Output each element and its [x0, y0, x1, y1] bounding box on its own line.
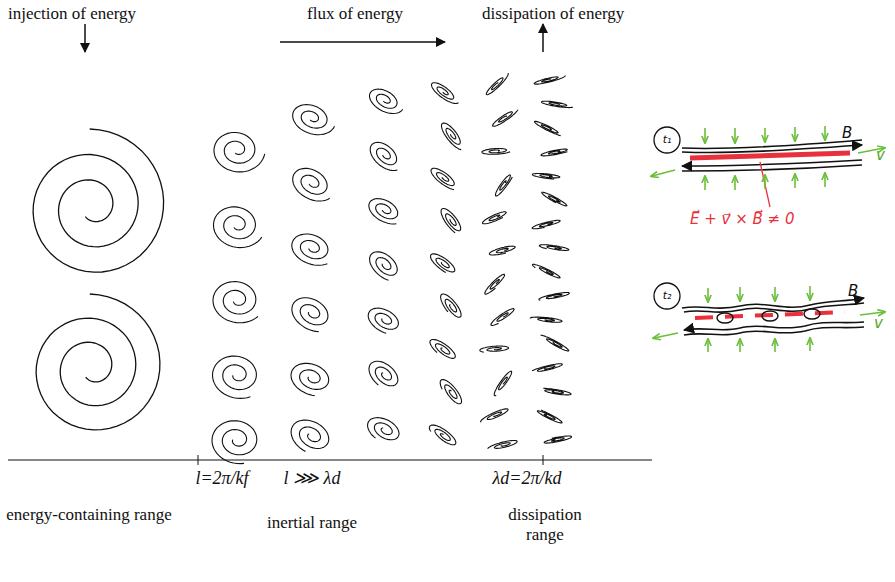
eddy-spiral	[493, 110, 518, 127]
eddy-spiral	[483, 212, 507, 224]
eddy-spiral	[541, 149, 567, 156]
eddy-spiral	[542, 101, 573, 107]
eddy-spiral	[214, 207, 262, 248]
eddy-spiral	[488, 441, 517, 449]
eddy-spiral	[532, 174, 559, 180]
range-label: inertial range	[267, 513, 357, 533]
eddy-spiral	[535, 121, 561, 136]
eddy-spiral	[491, 309, 514, 326]
eddy-spiral	[293, 105, 335, 135]
field-symbol: B	[848, 282, 858, 300]
eddy-spiral	[489, 246, 515, 255]
eddy-spiral	[441, 294, 462, 317]
eddy-spiral	[370, 142, 397, 170]
flux-arrow	[280, 41, 445, 43]
eddy-spiral	[432, 83, 459, 104]
eddy-spiral	[370, 89, 403, 113]
ohm-law-note: E⃗ + v⃗ × B⃗ ≠ 0	[690, 210, 795, 228]
eddy-spiral	[482, 149, 510, 155]
range-label: dissipation range	[495, 505, 595, 546]
eddy-spiral	[544, 436, 571, 443]
eddy-spiral	[494, 371, 511, 396]
eddy-spiral	[369, 199, 398, 224]
eddy-spiral	[429, 425, 455, 445]
eddy-spiral	[431, 168, 454, 189]
annotation: flux of energy	[307, 4, 403, 24]
eddy-spiral	[496, 175, 513, 196]
eddy-spiral	[542, 192, 567, 206]
eddy-spiral	[213, 356, 257, 398]
eddy-spirals	[33, 73, 573, 463]
axis-tick	[198, 455, 199, 465]
eddy-spiral	[369, 361, 398, 386]
velocity-symbol: v	[874, 314, 883, 332]
eddy-spiral	[442, 123, 462, 150]
scale-label: λd=2π/kd	[493, 468, 562, 490]
eddy-spiral	[368, 308, 398, 333]
eddy-spiral	[530, 317, 562, 322]
eddy-spiral	[33, 129, 164, 272]
eddy-spiral	[293, 168, 330, 201]
annotation: dissipation of energy	[482, 4, 624, 24]
eddy-spiral	[291, 420, 329, 451]
marker-outline	[654, 283, 680, 309]
eddy-spiral	[543, 388, 571, 395]
eddy-spiral	[539, 245, 568, 251]
time-marker: t₁	[653, 126, 681, 154]
eddy-spiral	[486, 73, 508, 95]
annotation: injection of energy	[8, 4, 136, 24]
time-label: t₁	[653, 126, 681, 154]
dissipation-arrow	[542, 24, 544, 52]
eddy-spiral	[533, 264, 561, 278]
eddy-spiral	[212, 421, 257, 464]
eddy-spiral	[213, 282, 258, 323]
time-marker: t₂	[653, 282, 681, 310]
field-symbol: B	[842, 124, 852, 142]
axis-tick	[543, 455, 544, 465]
velocity-symbol: v	[876, 146, 885, 164]
eddy-spiral	[532, 220, 560, 228]
time-label: t₂	[653, 282, 681, 310]
injection-arrow	[84, 24, 86, 52]
eddy-spiral	[541, 335, 569, 351]
eddy-spiral	[480, 346, 509, 352]
eddy-spiral	[431, 254, 455, 273]
eddy-spiral	[292, 298, 328, 332]
range-label: energy-containing range	[4, 505, 174, 525]
eddy-spiral	[214, 133, 265, 172]
eddy-spiral	[36, 294, 160, 430]
eddy-spiral	[481, 409, 509, 422]
scale-axis	[8, 460, 652, 461]
eddy-spiral	[485, 274, 505, 294]
marker-outline	[654, 127, 680, 153]
scale-label: l ⋙ λd	[284, 468, 341, 490]
eddy-spiral	[534, 76, 565, 85]
eddy-spiral	[539, 293, 570, 301]
eddy-spiral	[440, 380, 461, 404]
eddy-spiral	[292, 234, 328, 265]
eddy-spiral	[537, 410, 562, 423]
eddy-spiral	[291, 363, 329, 395]
eddy-spiral	[441, 209, 461, 233]
eddy-spiral	[532, 364, 562, 372]
scale-label: l=2π/kf	[195, 468, 248, 490]
eddy-spiral	[430, 340, 455, 359]
eddy-spiral	[370, 252, 398, 280]
eddy-spiral	[368, 418, 399, 440]
